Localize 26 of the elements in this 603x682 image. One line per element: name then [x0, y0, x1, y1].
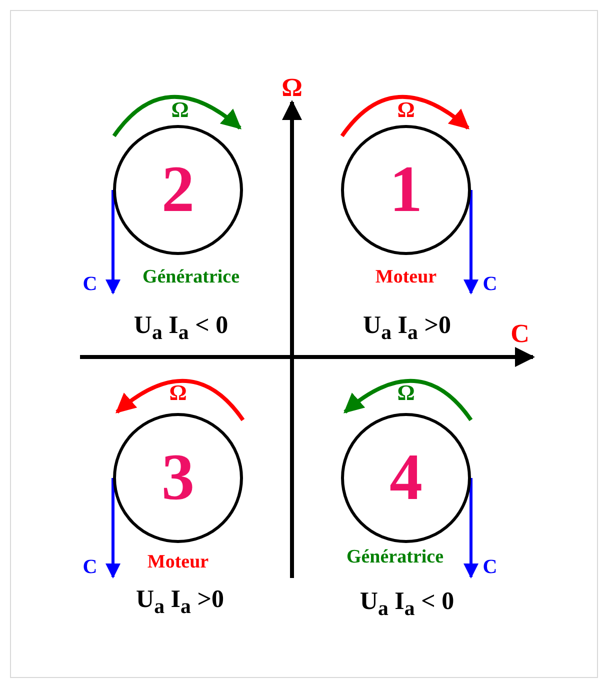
power-sign-label: U$_{a}$ I$_{a}$ >0: [136, 587, 224, 617]
quadrant-number: 3: [162, 445, 194, 511]
mode-label: Moteur: [375, 268, 437, 286]
rotation-label: Ω: [169, 382, 187, 404]
quadrant-circle: [113, 125, 243, 255]
power-sign-label: U$_{a}$ I$_{a}$ < 0: [360, 589, 454, 619]
torque-label: C: [482, 274, 498, 294]
quadrant-circle: [341, 413, 471, 543]
mode-label: Génératrice: [142, 268, 240, 286]
quadrant-number: 2: [162, 157, 194, 223]
torque-label: C: [82, 557, 98, 577]
quadrant-number: 4: [390, 445, 422, 511]
quadrant-circle: [341, 125, 471, 255]
mode-label: Moteur: [147, 552, 209, 572]
rotation-label: Ω: [397, 382, 415, 404]
power-sign-label: U$_{a}$ I$_{a}$ < 0: [134, 313, 228, 343]
torque-label: C: [482, 557, 498, 577]
rotation-label: Ω: [171, 99, 189, 121]
quadrant-circle: [113, 413, 243, 543]
rotation-label: Ω: [397, 99, 415, 121]
quadrant-number: 1: [390, 157, 422, 223]
torque-label: C: [82, 274, 98, 294]
power-sign-label: U$_{a}$ I$_{a}$ >0: [363, 313, 451, 343]
axis-label: C: [510, 321, 530, 347]
mode-label: Génératrice: [346, 548, 444, 566]
axis-label: Ω: [282, 75, 302, 101]
